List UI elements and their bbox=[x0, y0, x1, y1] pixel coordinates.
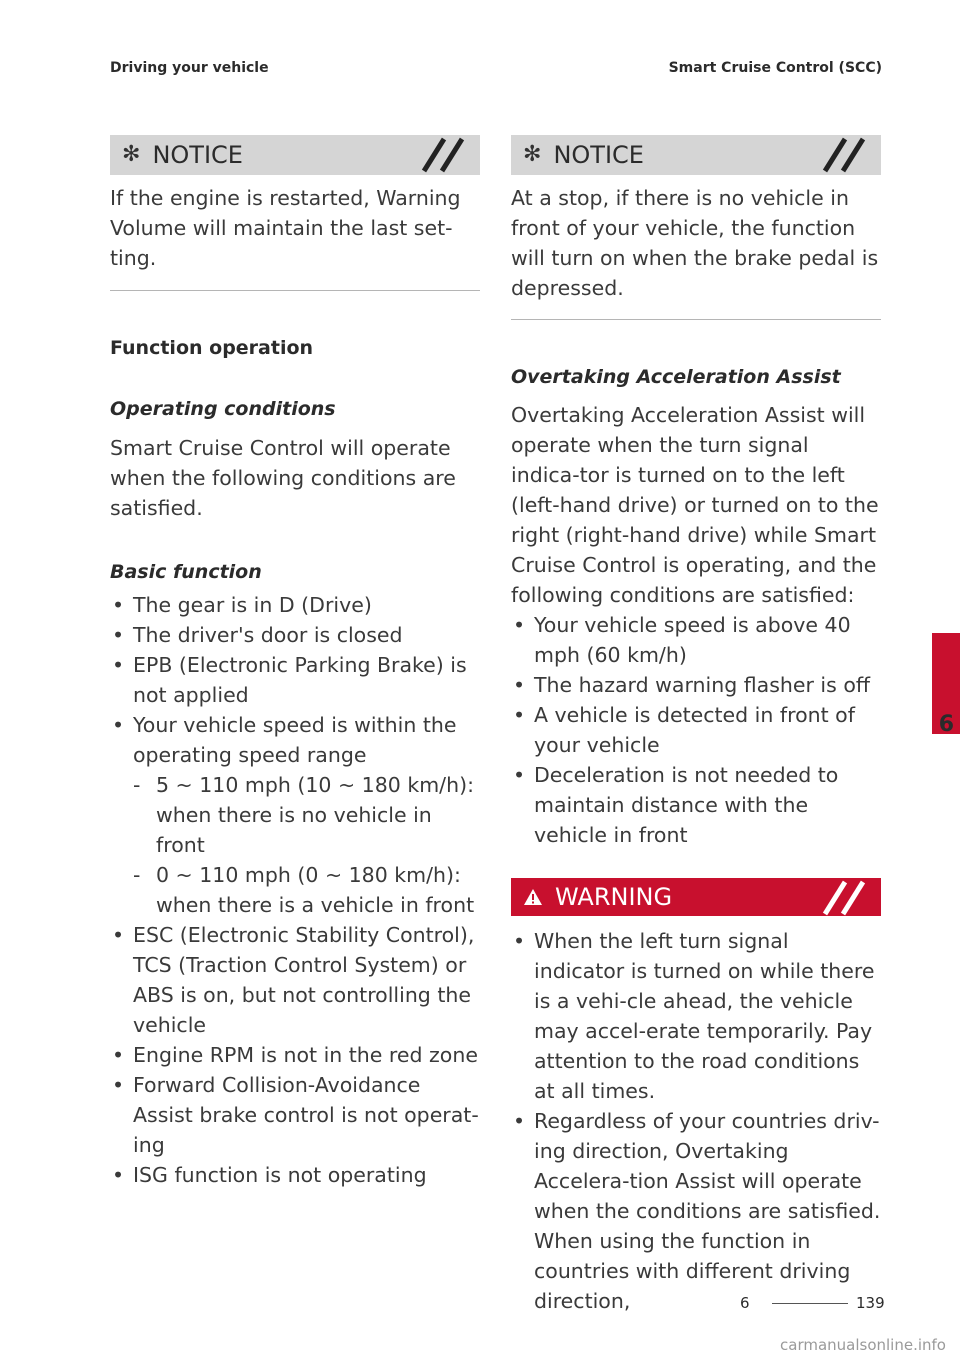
warning-list: •When the left turn signal indicator is … bbox=[511, 926, 881, 1316]
list-item: •The gear is in D (Drive) bbox=[112, 593, 372, 617]
slash-decoration-icon bbox=[421, 137, 465, 173]
section-title: Function operation bbox=[110, 337, 314, 359]
warning-triangle-icon bbox=[524, 889, 542, 905]
notice-banner: ✻ NOTICE bbox=[110, 135, 480, 175]
list-item: •Engine RPM is not in the red zone bbox=[112, 1043, 478, 1067]
list-item: -0 ~ 110 mph (0 ~ 180 km/h): when there … bbox=[133, 863, 475, 917]
notice-title: NOTICE bbox=[553, 141, 644, 169]
list-item: •A vehicle is detected in front of your … bbox=[513, 703, 855, 757]
chapter-number: 6 bbox=[938, 712, 954, 737]
slash-decoration-icon bbox=[822, 137, 866, 173]
list-item: •The hazard warning flasher is off bbox=[513, 673, 870, 697]
footer-divider bbox=[772, 1303, 848, 1304]
chapter-tab bbox=[932, 633, 960, 734]
asterisk-icon: ✻ bbox=[122, 142, 141, 167]
list-item: •EPB (Electronic Parking Brake) is not a… bbox=[112, 653, 467, 707]
slash-decoration-icon bbox=[822, 880, 866, 916]
divider bbox=[511, 319, 881, 320]
list-item: •Your vehicle speed is above 40 mph (60 … bbox=[513, 613, 851, 667]
list-item: •ESC (Electronic Stability Control), TCS… bbox=[112, 923, 475, 1037]
watermark: carmanualsonline.info bbox=[780, 1336, 946, 1354]
basic-function-list: •The gear is in D (Drive) •The driver's … bbox=[110, 590, 480, 1190]
overtaking-conditions-list: •Your vehicle speed is above 40 mph (60 … bbox=[511, 610, 881, 850]
asterisk-icon: ✻ bbox=[523, 142, 542, 167]
footer-section-number: 6 bbox=[740, 1294, 750, 1312]
page-number: 139 bbox=[856, 1294, 885, 1312]
list-item: •The driver's door is closed bbox=[112, 623, 403, 647]
list-item: •ISG function is not operating bbox=[112, 1163, 427, 1187]
notice-text: At a stop, if there is no vehicle in fro… bbox=[511, 186, 879, 300]
subsection-operating-conditions: Operating conditions bbox=[110, 398, 336, 420]
list-item: •Deceleration is not needed to maintain … bbox=[513, 763, 839, 847]
warning-title: WARNING bbox=[555, 883, 673, 911]
right-column: ✻ NOTICE At a stop, if there is no vehic… bbox=[511, 135, 881, 1316]
running-header-right: Smart Cruise Control (SCC) bbox=[668, 60, 882, 76]
notice-title: NOTICE bbox=[152, 141, 243, 169]
list-item: •Regardless of your countries driv-ing d… bbox=[513, 1109, 881, 1313]
divider bbox=[110, 290, 480, 291]
subsection-basic-function: Basic function bbox=[110, 561, 262, 583]
left-column: ✻ NOTICE If the engine is restarted, War… bbox=[110, 135, 480, 1190]
list-item: •Your vehicle speed is within the operat… bbox=[110, 710, 480, 920]
overtaking-text: Overtaking Acceleration Assist will oper… bbox=[511, 403, 879, 607]
running-header-left: Driving your vehicle bbox=[110, 60, 269, 76]
warning-banner: WARNING bbox=[511, 878, 881, 916]
notice-text: If the engine is restarted, Warning Volu… bbox=[110, 186, 461, 270]
list-item: •Forward Collision-Avoidance Assist brak… bbox=[112, 1073, 479, 1157]
notice-banner: ✻ NOTICE bbox=[511, 135, 881, 175]
subsection-overtaking: Overtaking Acceleration Assist bbox=[511, 366, 841, 388]
speed-range-list: -5 ~ 110 mph (10 ~ 180 km/h): when there… bbox=[133, 770, 480, 920]
list-item: -5 ~ 110 mph (10 ~ 180 km/h): when there… bbox=[133, 773, 474, 857]
list-item: •When the left turn signal indicator is … bbox=[513, 929, 875, 1103]
operating-conditions-text: Smart Cruise Control will operate when t… bbox=[110, 436, 456, 520]
